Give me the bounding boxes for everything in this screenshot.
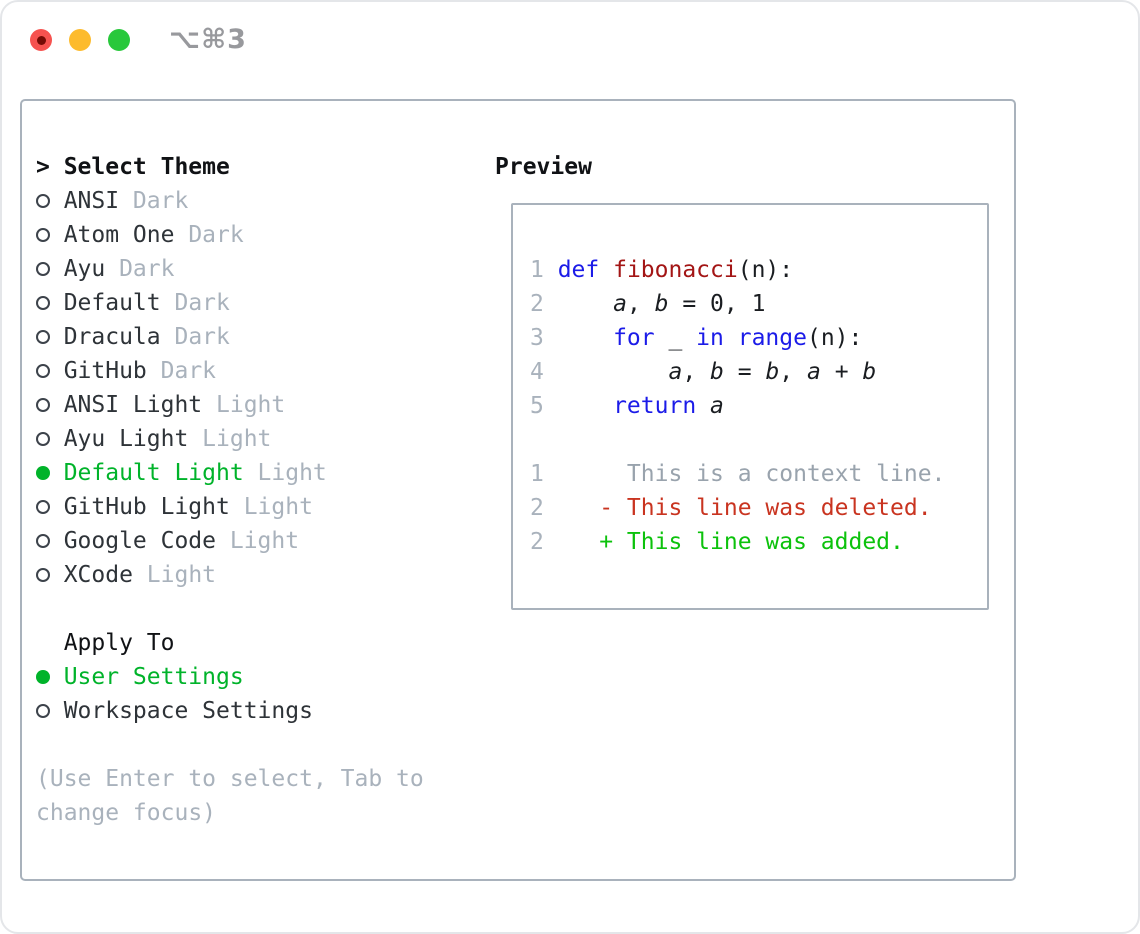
zoom-button[interactable] <box>108 29 130 51</box>
select-theme-header: > Select Theme <box>36 150 424 184</box>
option-variant-label: Light <box>257 460 327 486</box>
focus-cursor-icon: > <box>36 154 50 180</box>
option-label: GitHub <box>63 358 147 384</box>
option-variant-label: Light <box>216 392 286 418</box>
option-label: Workspace Settings <box>63 698 313 724</box>
radio-unselected-icon <box>36 500 50 514</box>
code-line: 2 - This line was deleted. <box>530 491 945 525</box>
line-number: 2 <box>530 495 544 521</box>
minimize-button[interactable] <box>69 29 91 51</box>
apply-to-title: Apply To <box>63 630 175 656</box>
radio-selected-icon <box>36 670 50 684</box>
line-number: 4 <box>530 359 544 385</box>
code-line <box>530 423 945 457</box>
theme-option[interactable]: ANSI Dark <box>36 184 424 218</box>
option-label: XCode <box>63 562 133 588</box>
radio-unselected-icon <box>36 262 50 276</box>
option-label: Default <box>63 290 161 316</box>
code-line: 3 for _ in range(n): <box>530 321 945 355</box>
line-number: 5 <box>530 393 544 419</box>
theme-option[interactable]: GitHub Dark <box>36 354 424 388</box>
spacer <box>36 728 424 762</box>
option-label: GitHub Light <box>63 494 230 520</box>
theme-option[interactable]: XCode Light <box>36 558 424 592</box>
theme-option[interactable]: ANSI Light Light <box>36 388 424 422</box>
option-variant-label: Light <box>146 562 217 588</box>
option-variant-label: Light <box>202 426 272 452</box>
code-line: 5 return a <box>530 389 945 423</box>
option-variant-label: Dark <box>119 256 175 282</box>
code-line: 2 a, b = 0, 1 <box>530 287 945 321</box>
option-variant-label: Light <box>229 528 300 554</box>
option-variant-label: Dark <box>174 324 230 350</box>
radio-selected-icon <box>36 466 50 480</box>
option-label: Default Light <box>63 460 244 486</box>
window-shortcut-label: ⌥⌘3 <box>169 24 247 55</box>
radio-unselected-icon <box>36 228 50 242</box>
option-variant-label: Dark <box>132 188 189 214</box>
titlebar: ⌥⌘3 <box>2 2 1138 78</box>
apply-to-option[interactable]: Workspace Settings <box>36 694 424 728</box>
traffic-lights <box>30 29 130 51</box>
option-label: Ayu Light <box>63 426 189 452</box>
radio-unselected-icon <box>36 704 50 718</box>
radio-unselected-icon <box>36 364 50 378</box>
line-number: 1 <box>530 461 544 487</box>
option-label: Dracula <box>63 324 161 350</box>
theme-option[interactable]: Default Dark <box>36 286 424 320</box>
line-number: 3 <box>530 325 544 351</box>
theme-option[interactable]: Default Light Light <box>36 456 424 490</box>
theme-option[interactable]: Ayu Light Light <box>36 422 424 456</box>
radio-unselected-icon <box>36 398 50 412</box>
theme-option[interactable]: GitHub Light Light <box>36 490 424 524</box>
hint-text-line-2: change focus) <box>36 800 217 826</box>
apply-to-header: Apply To <box>36 626 424 660</box>
radio-unselected-icon <box>36 432 50 446</box>
radio-unselected-icon <box>36 534 50 548</box>
option-label: Ayu <box>63 256 106 282</box>
option-label: ANSI <box>63 188 120 214</box>
theme-option[interactable]: Dracula Dark <box>36 320 424 354</box>
spacer <box>36 592 424 626</box>
line-number: 1 <box>530 257 544 283</box>
option-label: Atom One <box>63 222 175 248</box>
theme-option[interactable]: Atom One Dark <box>36 218 424 252</box>
line-number <box>530 423 544 457</box>
close-dot-icon <box>36 35 46 45</box>
line-number: 2 <box>530 291 544 317</box>
preview-title: Preview <box>495 154 592 180</box>
radio-unselected-icon <box>36 568 50 582</box>
radio-unselected-icon <box>36 330 50 344</box>
hint-text-line-1: (Use Enter to select, Tab to <box>36 766 424 792</box>
code-line: 1 This is a context line. <box>530 457 945 491</box>
option-label: ANSI Light <box>63 392 203 418</box>
theme-option[interactable]: Ayu Dark <box>36 252 424 286</box>
radio-unselected-icon <box>36 194 50 208</box>
close-button[interactable] <box>30 29 52 51</box>
option-label: Google Code <box>63 528 217 554</box>
apply-to-option[interactable]: User Settings <box>36 660 424 694</box>
radio-unselected-icon <box>36 296 50 310</box>
theme-option[interactable]: Google Code Light <box>36 524 424 558</box>
option-variant-label: Dark <box>160 358 217 384</box>
select-theme-title: Select Theme <box>63 154 230 180</box>
option-variant-label: Dark <box>174 290 230 316</box>
code-line: 4 a, b = b, a + b <box>530 355 945 389</box>
option-label: User Settings <box>63 664 244 690</box>
code-line: 2 + This line was added. <box>530 525 945 559</box>
line-number: 2 <box>530 529 544 555</box>
option-variant-label: Dark <box>188 222 244 248</box>
option-variant-label: Light <box>243 494 313 520</box>
